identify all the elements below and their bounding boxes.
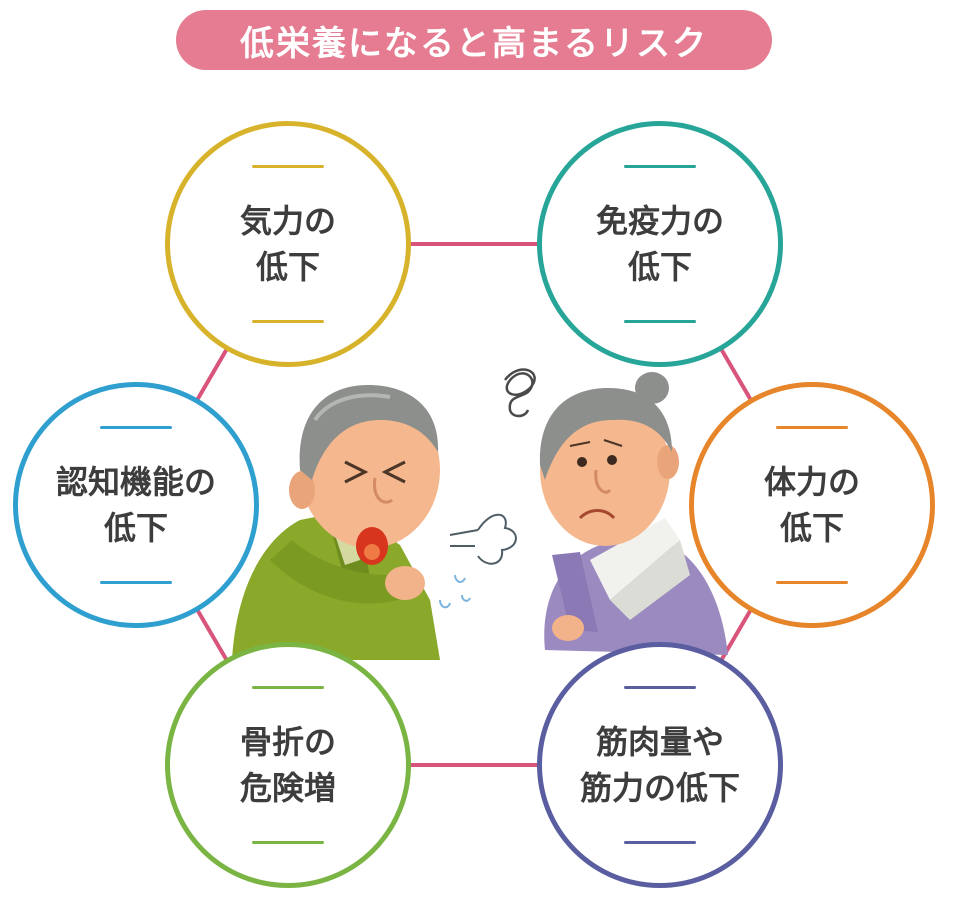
node-label-line: 低下 bbox=[103, 509, 168, 547]
risk-node-kiryoku: 気力の 低下 bbox=[165, 121, 411, 367]
node-label-line: 骨折の bbox=[239, 723, 336, 761]
diagram-title: 低栄養になると高まるリスク bbox=[176, 10, 772, 70]
node-label-line: 低下 bbox=[779, 509, 844, 547]
node-bottom-bar bbox=[100, 581, 172, 584]
cough-puff-illustration bbox=[439, 513, 517, 609]
node-label: 気力の 低下 bbox=[240, 198, 336, 290]
node-label-line: 低下 bbox=[627, 248, 692, 286]
node-bottom-bar bbox=[252, 320, 324, 323]
node-label-line: 気力の bbox=[239, 202, 336, 240]
node-top-bar bbox=[776, 426, 848, 429]
node-label: 免疫力の 低下 bbox=[596, 198, 724, 290]
node-bottom-bar bbox=[252, 841, 324, 844]
node-label-line: 認知機能の bbox=[55, 463, 216, 501]
node-bottom-bar bbox=[624, 841, 696, 844]
node-label: 骨折の 危険増 bbox=[240, 719, 336, 811]
node-label: 体力の 低下 bbox=[764, 459, 860, 551]
node-label-line: 免疫力の bbox=[595, 202, 724, 240]
node-top-bar bbox=[624, 165, 696, 168]
node-label: 認知機能の 低下 bbox=[56, 459, 216, 551]
node-bottom-bar bbox=[624, 320, 696, 323]
node-label-line: 危険増 bbox=[239, 769, 336, 807]
risk-node-kossetsu: 骨折の 危険増 bbox=[165, 642, 411, 888]
node-label-line: 筋肉量や bbox=[595, 723, 724, 761]
risk-node-tairyoku: 体力の 低下 bbox=[689, 382, 935, 628]
elderly-man-illustration bbox=[232, 385, 440, 660]
node-top-bar bbox=[252, 686, 324, 689]
node-label-line: 筋力の低下 bbox=[579, 769, 740, 807]
node-label-line: 低下 bbox=[255, 248, 320, 286]
risk-node-meneki: 免疫力の 低下 bbox=[537, 121, 783, 367]
node-top-bar bbox=[100, 426, 172, 429]
node-top-bar bbox=[252, 165, 324, 168]
elderly-woman-illustration bbox=[504, 368, 728, 655]
risk-node-kinniku: 筋肉量や 筋力の低下 bbox=[537, 642, 783, 888]
node-label-line: 体力の bbox=[763, 463, 860, 501]
node-top-bar bbox=[624, 686, 696, 689]
node-bottom-bar bbox=[776, 581, 848, 584]
risk-node-ninchi: 認知機能の 低下 bbox=[13, 382, 259, 628]
node-label: 筋肉量や 筋力の低下 bbox=[580, 719, 740, 811]
